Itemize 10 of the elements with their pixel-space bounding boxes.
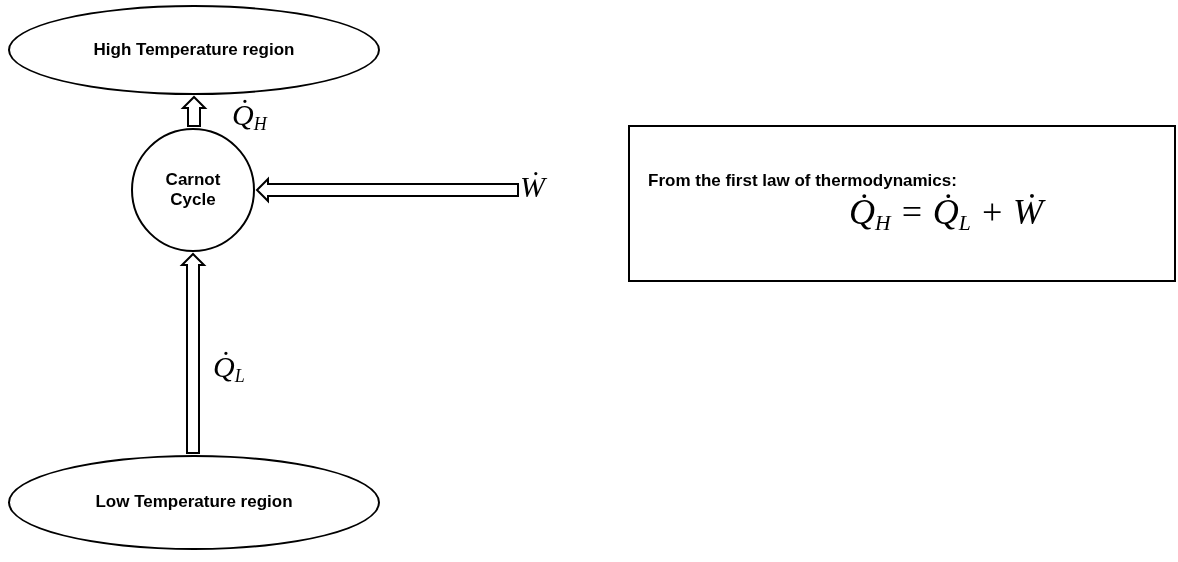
equation: Q̇$_{H}$ = Q̇$_{L}$ + Ẇ	[847, 193, 1044, 237]
node-label: Low Temperature region	[95, 492, 293, 513]
block-arrow	[179, 252, 207, 454]
heading-text: From the first law of thermodynamics:	[648, 170, 957, 192]
block-arrow	[180, 95, 208, 127]
node-label: High Temperature region	[93, 39, 295, 61]
equation-box	[628, 125, 1176, 282]
math-symbol: Ẇ	[520, 170, 545, 203]
node-label: Carnot Cycle	[164, 169, 222, 211]
block-arrow	[255, 176, 519, 204]
